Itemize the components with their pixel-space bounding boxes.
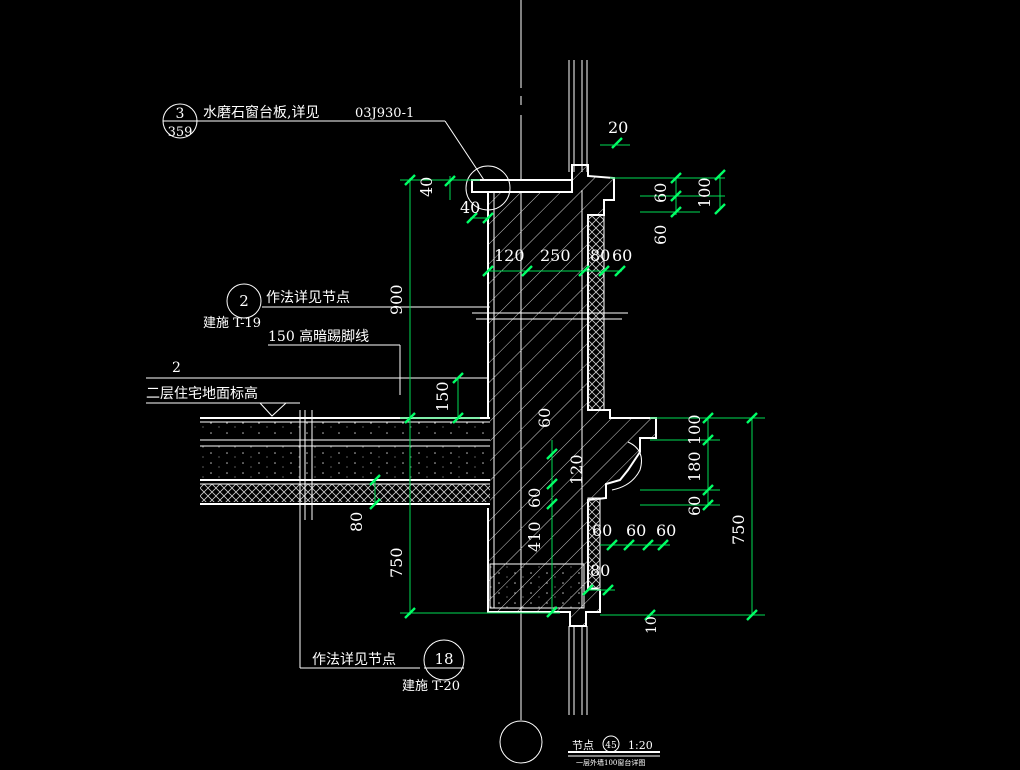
dimension-texts: 20 40 40 60 100 60 120 250 80 60 900 150…	[347, 118, 748, 634]
sill-callout-ref: 03J930-1	[355, 106, 414, 121]
dim-40-horizontal: 40	[460, 198, 480, 217]
dim-60-bottom-c: 60	[656, 521, 676, 540]
node18-callout-text: 作法详见节点	[312, 652, 396, 668]
sill-callout-text: 水磨石窗台板,详见	[203, 104, 319, 121]
wall-section	[465, 164, 657, 627]
dim-120: 120	[494, 246, 525, 265]
dim-750-left: 750	[387, 547, 406, 578]
dim-60-top-right: 60	[612, 246, 632, 265]
dim-10: 10	[644, 616, 660, 634]
floor-slab	[200, 410, 490, 520]
floor-callout-num: 2	[172, 360, 181, 376]
dim-80-slab: 80	[347, 512, 366, 532]
dim-40-vertical: 40	[417, 177, 436, 197]
dim-60-inner-2: 60	[525, 488, 544, 508]
callout-node18: 18 作法详见节点 建施 T-20	[312, 639, 465, 694]
skirting-label: 150 高暗踢脚线	[268, 328, 369, 345]
dim-900: 900	[387, 284, 406, 315]
dim-410: 410	[525, 521, 544, 552]
dim-750-right: 750	[729, 514, 748, 545]
callout-sill: 3 359 水磨石窗台板,详见 03J930-1	[162, 103, 414, 140]
axis-bubble	[499, 720, 543, 764]
dim-60-right: 60	[685, 496, 704, 516]
dim-60-mid: 60	[651, 225, 670, 245]
sill-detail-circle	[465, 165, 511, 211]
dim-20: 20	[608, 118, 628, 137]
title-num: 45	[605, 741, 617, 751]
dim-120-inner: 120	[567, 454, 586, 485]
dim-60-inner: 60	[535, 408, 554, 428]
dim-80-bottom: 80	[590, 561, 610, 580]
leader-lines	[146, 120, 490, 669]
window-frame-lines	[568, 60, 588, 715]
node18-callout-sheet: 建施 T-20	[402, 679, 460, 694]
dim-60-bottom-a: 60	[592, 521, 612, 540]
dim-150: 150	[433, 381, 452, 412]
node2-callout-text: 作法详见节点	[266, 290, 350, 306]
node2-callout-num: 2	[239, 292, 249, 310]
node18-callout-num: 18	[434, 650, 453, 668]
dim-80-top: 80	[590, 246, 610, 265]
title-label: 节点	[572, 739, 594, 752]
sill-callout-sheet: 359	[168, 125, 193, 140]
title-subtitle: 一层外墙100窗台详图	[576, 758, 645, 767]
dim-180: 180	[685, 451, 704, 482]
dimension-lines	[369, 137, 765, 621]
floor-level-label: 二层住宅地面标高	[146, 385, 258, 402]
dim-100-top: 100	[695, 177, 714, 208]
sill-callout-num: 3	[176, 106, 185, 122]
node2-callout-sheet: 建施 T-19	[203, 316, 261, 331]
dim-60-bottom-b: 60	[626, 521, 646, 540]
title-scale: 1:20	[628, 739, 653, 752]
title-block: 节点 45 1:20 一层外墙100窗台详图	[568, 735, 660, 767]
dim-100-right: 100	[685, 414, 704, 445]
callout-node2: 2 作法详见节点 建施 T-19	[203, 283, 350, 331]
dim-60-top: 60	[651, 183, 670, 203]
dim-250: 250	[540, 246, 571, 265]
